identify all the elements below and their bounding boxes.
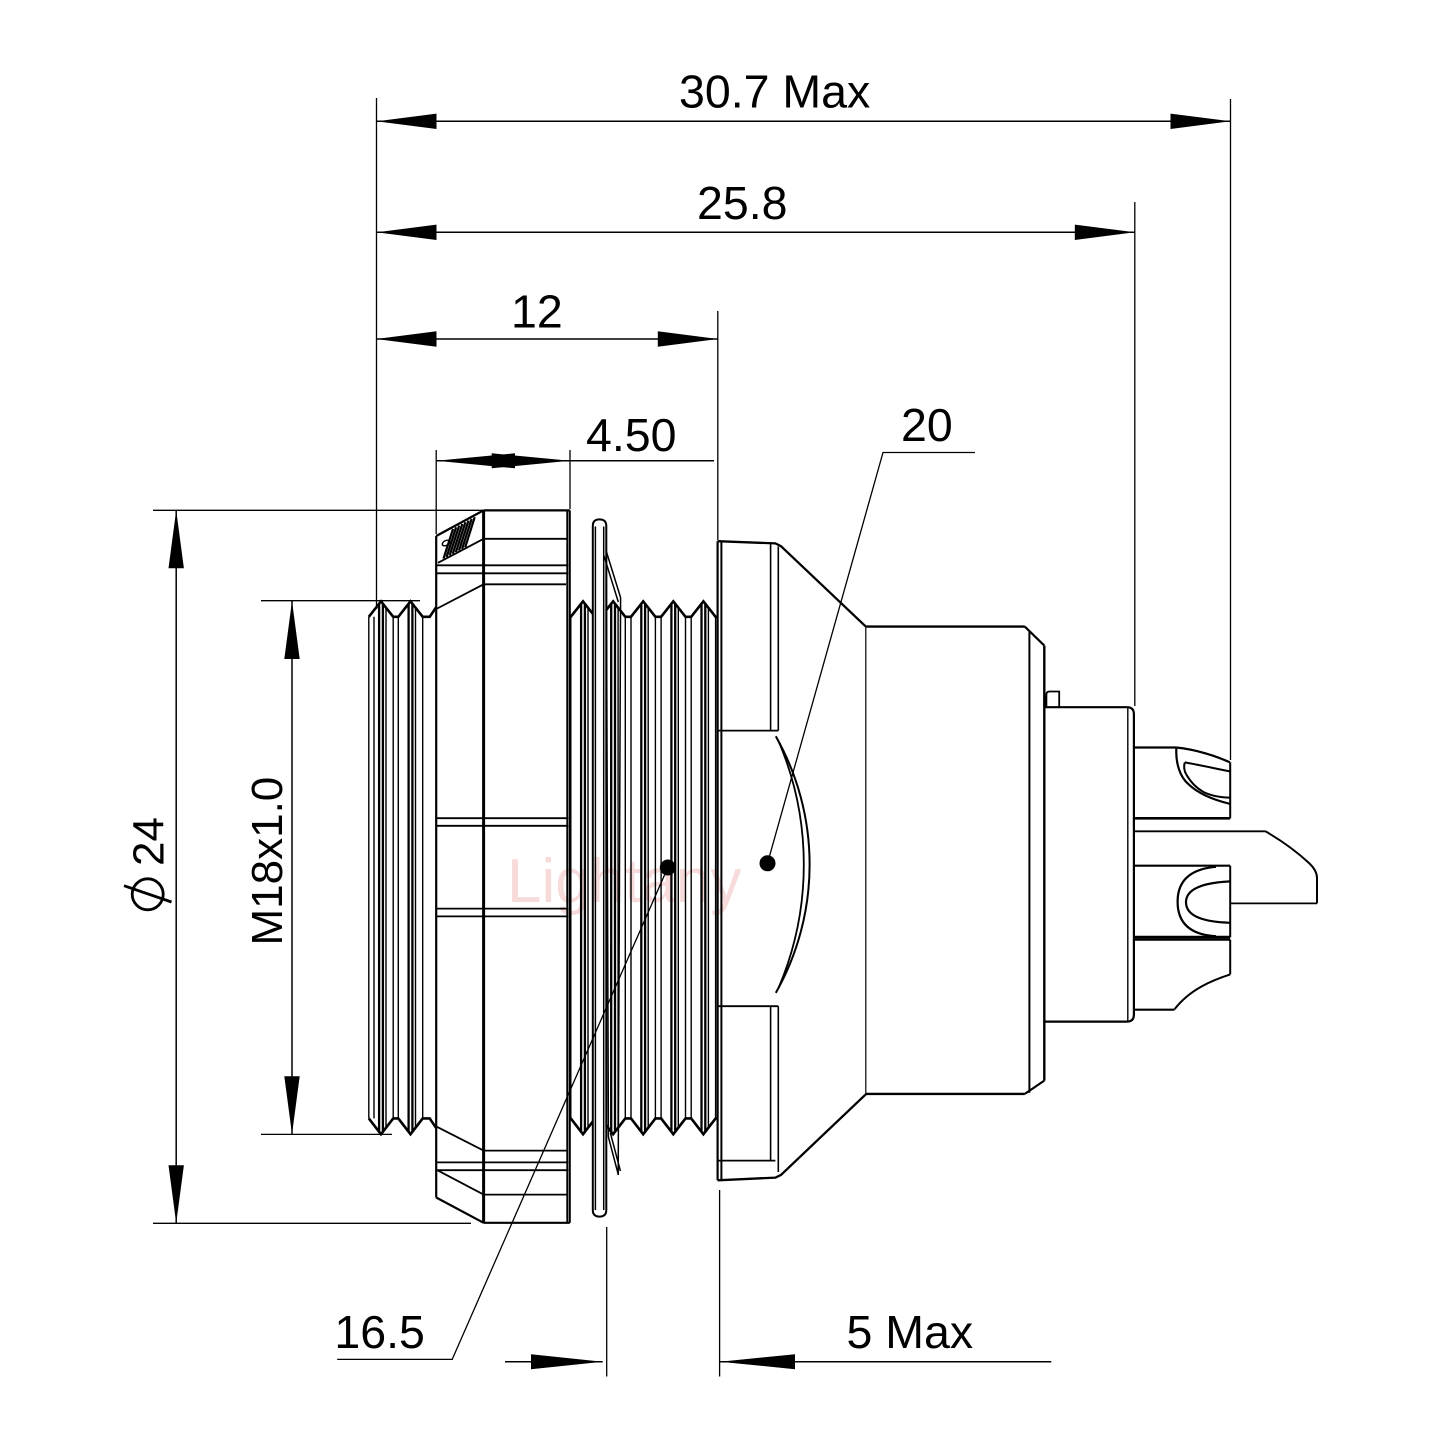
svg-text:4.50: 4.50	[586, 409, 677, 461]
svg-text:M18x1.0: M18x1.0	[243, 777, 292, 946]
svg-text:5 Max: 5 Max	[847, 1306, 974, 1358]
svg-text:30.7 Max: 30.7 Max	[679, 66, 870, 118]
svg-text:25.8: 25.8	[697, 177, 788, 229]
svg-text:12: 12	[511, 286, 563, 338]
svg-text:16.5: 16.5	[334, 1306, 425, 1358]
svg-text:24: 24	[124, 817, 173, 866]
svg-text:20: 20	[901, 399, 953, 451]
